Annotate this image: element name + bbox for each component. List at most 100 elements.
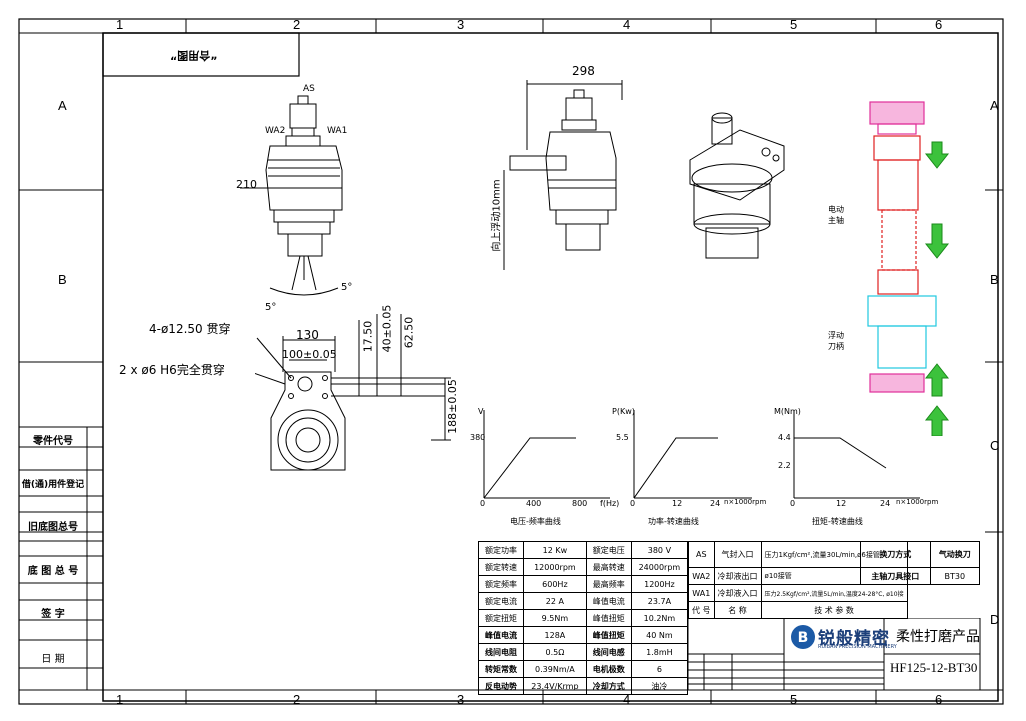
company-logo-icon: B <box>791 625 815 649</box>
mn-ylabel: M(Nm) <box>774 407 801 416</box>
mn-xtick-12: 12 <box>836 499 846 508</box>
zone-row-a-right: A <box>990 98 999 113</box>
pn-ytick: 5.5 <box>616 433 629 442</box>
spec-label: 额定电压 <box>585 541 632 559</box>
pn-xtick-12: 12 <box>672 499 682 508</box>
spec-value: 22 A <box>523 592 587 610</box>
zone-row-a: A <box>58 98 67 113</box>
spec-label: 线间电感 <box>585 643 632 661</box>
spec-value: 油冷 <box>630 677 689 695</box>
spec-value: 10.2Nm <box>630 609 689 627</box>
mn-ytick-44: 4.4 <box>778 433 791 442</box>
footer-code: 代 号 <box>688 601 715 619</box>
zone-col-6-bottom: 6 <box>935 692 943 707</box>
dim-100: 100±0.05 <box>282 348 337 361</box>
dim-6250: 62.50 <box>402 316 416 349</box>
port-row-wa1: WA1 冷却液入口 压力2.5Kgf/cm²,流量5L/min,温度24-28°… <box>688 584 908 602</box>
spec-label: 冷却方式 <box>585 677 632 695</box>
dim-1750: 17.50 <box>361 320 375 353</box>
pn-xtick-0: 0 <box>630 499 635 508</box>
pn-xlabel: n×1000rpm <box>724 498 766 506</box>
spec-label: 最高频率 <box>585 575 632 593</box>
pn-caption: 功率-转速曲线 <box>648 516 699 526</box>
port-desc: 气封入口 <box>713 541 762 568</box>
spec-value: 24000rpm <box>630 558 689 576</box>
footer-name: 名 称 <box>713 601 762 619</box>
spec-label: 线间电阻 <box>477 643 525 661</box>
port-code: WA1 <box>688 584 715 602</box>
spec-label: 峰值扭矩 <box>585 626 632 644</box>
spec-label: 峰值电流 <box>585 592 632 610</box>
mn-xtick-0: 0 <box>790 499 795 508</box>
header-box-text: “合用图” <box>170 49 218 62</box>
mn-xlabel: n×1000rpm <box>896 498 938 506</box>
chart-power-speed: P(Kw) 5.5 0 12 24 n×1000rpm 功率-转速曲线 <box>612 407 766 526</box>
spec-value: 128A <box>523 626 587 644</box>
signature-label: 签 字 <box>41 609 65 620</box>
company-name: 锐般精密 <box>818 629 890 649</box>
spec-value: 23.7A <box>630 592 689 610</box>
spindle-plate-view <box>255 314 451 471</box>
zone-col-5: 5 <box>790 17 798 32</box>
zone-col-4-bottom: 4 <box>623 692 631 707</box>
vf-ytick-380: 380 <box>470 433 485 442</box>
mn-xtick-24: 24 <box>880 499 890 508</box>
zone-row-c-right: C <box>990 438 1000 453</box>
mn-ytick-22: 2.2 <box>778 461 791 470</box>
chart-torque-speed: M(Nm) 4.4 2.2 0 12 24 n×1000rpm 扭矩-转速曲线 <box>774 407 938 526</box>
spec-value: 23.4V/Krmp <box>523 677 587 695</box>
spec-label: 额定转速 <box>477 558 525 576</box>
dim-angle-right: 5° <box>341 282 353 293</box>
vf-ylabel: V <box>478 407 484 416</box>
dim-210: 210 <box>236 178 257 191</box>
label-electric-spindle: 电动 主轴 <box>828 205 844 225</box>
spec-value: 0.5Ω <box>523 643 587 661</box>
borrowed-reg-label: 借(通)用件登记 <box>21 480 85 490</box>
port-code: AS <box>688 541 715 568</box>
vf-xlabel: f(Hz) <box>600 499 619 508</box>
chart-voltage-frequency: V 380 0 400 800 f(Hz) 电压-频率曲线 <box>470 407 619 526</box>
tool-interface-value: BT30 <box>929 567 981 585</box>
spec-label: 转矩常数 <box>477 660 525 678</box>
spindle-assembly-colored <box>867 101 950 436</box>
spec-label: 额定扭矩 <box>477 609 525 627</box>
port-desc: 冷却液入口 <box>713 584 762 602</box>
product-name: 柔性打磨产品 <box>896 630 980 645</box>
dim-298: 298 <box>572 64 595 78</box>
tool-interface-label: 主轴刀具接口 <box>860 567 931 585</box>
mn-caption: 扭矩-转速曲线 <box>812 516 863 526</box>
dim-angle-left: 5° <box>265 302 277 313</box>
tool-change-method-label: 换刀方式 <box>860 541 931 568</box>
vf-xtick-400: 400 <box>526 499 541 508</box>
spec-label: 额定功率 <box>477 541 525 559</box>
vf-caption: 电压-频率曲线 <box>510 516 561 526</box>
model-number: HF125-12-BT30 <box>890 660 978 675</box>
port-spec: 压力2.5Kgf/cm²,流量5L/min,温度24-28°C, ø10接 <box>760 584 908 602</box>
spec-label: 最高转速 <box>585 558 632 576</box>
spec-label: 额定电流 <box>477 592 525 610</box>
vf-xtick-0: 0 <box>480 499 485 508</box>
ports-footer: 代 号 名 称 技 术 参 数 <box>688 601 908 619</box>
old-drawing-label: 旧底图总号 <box>28 522 78 533</box>
vf-series-line <box>483 437 576 499</box>
pn-xtick-24: 24 <box>710 499 720 508</box>
spindle-front-view <box>240 95 343 296</box>
spindle-mounted-view <box>503 80 623 270</box>
dim-4005: 40±0.05 <box>380 304 394 353</box>
zone-col-4: 4 <box>623 17 631 32</box>
spec-value: 9.5Nm <box>523 609 587 627</box>
tool-change-table: 换刀方式 气动换刀 主轴刀具接口 BT30 <box>860 541 981 585</box>
spec-value: 40 Nm <box>630 626 689 644</box>
title-block-grid <box>688 618 981 691</box>
dim-130: 130 <box>296 328 319 342</box>
dim-holes1: 4-ø12.50 贯穿 <box>149 322 231 336</box>
